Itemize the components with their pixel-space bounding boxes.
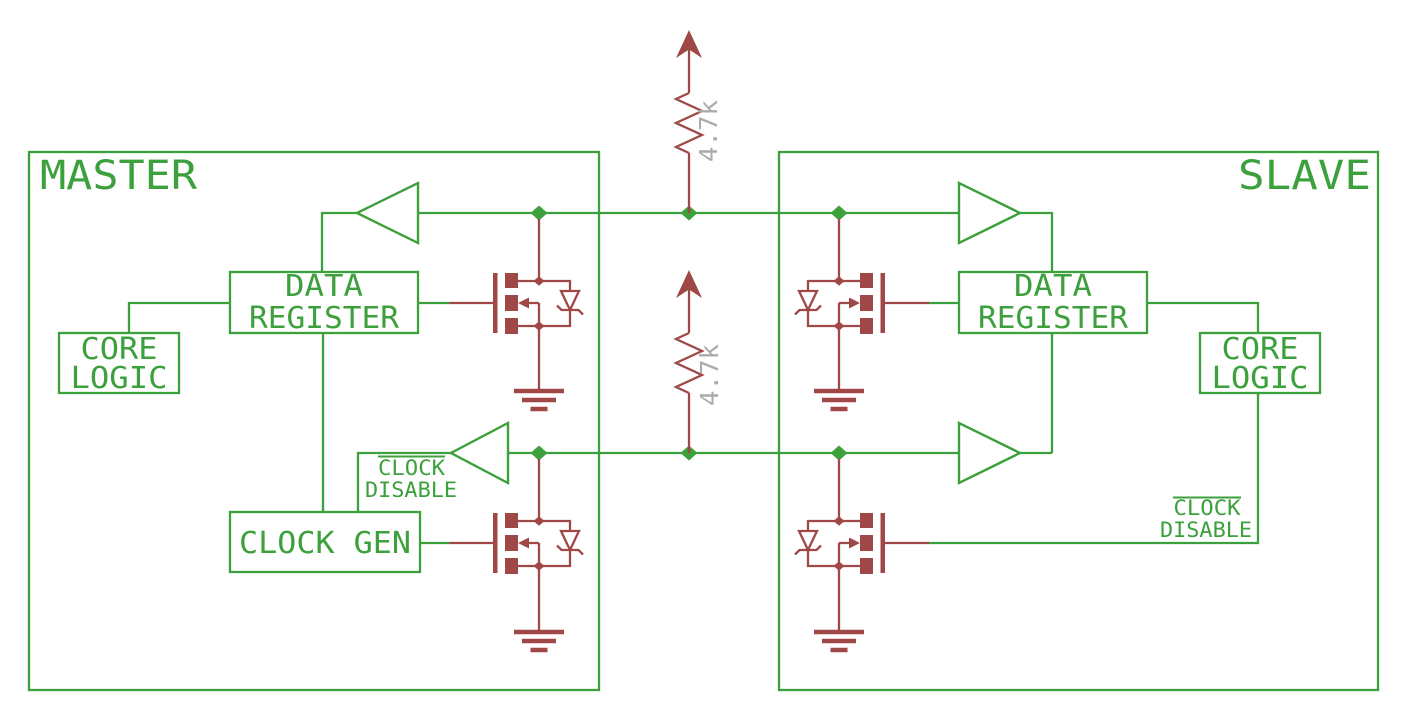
ground-icon bbox=[514, 391, 564, 409]
scl-pullup-value: 4.7k bbox=[695, 344, 724, 406]
buffer-output-wire bbox=[1020, 211, 1054, 272]
master-sda-buffer bbox=[320, 181, 420, 272]
scl-pullup-resistor: 4.7k bbox=[674, 268, 724, 455]
slave-core-logic: CORE LOGIC bbox=[1198, 331, 1322, 396]
slave-sda-mosfet bbox=[793, 219, 931, 409]
slave-core-logic-box bbox=[1198, 331, 1322, 395]
buffer-icon bbox=[957, 421, 1023, 485]
nmos-icon bbox=[447, 271, 585, 336]
slave-core-logic-label-line2: LOGIC bbox=[1212, 361, 1309, 396]
slave-box bbox=[777, 150, 1380, 692]
slave-scl-buffer bbox=[957, 421, 1052, 485]
master-core-logic: CORE LOGIC bbox=[57, 331, 181, 396]
slave-core-logic-label-line1: CORE bbox=[1222, 332, 1299, 367]
ground-icon bbox=[514, 632, 564, 650]
buffer-icon bbox=[354, 181, 420, 245]
slave-data-register-label-line2: REGISTER bbox=[978, 301, 1129, 336]
junction-dot bbox=[530, 205, 548, 221]
junction-dot bbox=[830, 205, 848, 221]
master-clock-disable-label: CLOCK DISABLE bbox=[365, 455, 457, 502]
master-data-register-label-line1: DATA bbox=[285, 269, 363, 304]
buffer-icon bbox=[448, 421, 510, 485]
scl-bus bbox=[508, 445, 959, 461]
master-clock-gen: CLOCK GEN bbox=[228, 510, 422, 574]
core-logic-to-data-register-wire bbox=[127, 301, 230, 333]
buffer-icon bbox=[957, 181, 1023, 245]
junction-dot bbox=[830, 445, 848, 461]
slave-clock-disable-label: CLOCK DISABLE bbox=[1160, 496, 1252, 542]
master-core-logic-label-line2: LOGIC bbox=[71, 361, 168, 396]
master-clock-gen-label: CLOCK GEN bbox=[239, 526, 411, 561]
slave-data-register: DATA REGISTER bbox=[957, 269, 1149, 336]
master-sda-mosfet bbox=[447, 219, 585, 409]
ground-icon bbox=[814, 391, 864, 409]
ground-icon bbox=[814, 632, 864, 650]
master-data-register: DATA REGISTER bbox=[228, 269, 420, 336]
master-core-logic-label-line1: CORE bbox=[81, 332, 158, 367]
slave-device: SLAVE bbox=[777, 150, 1380, 692]
master-box bbox=[27, 150, 601, 692]
master-data-register-label-line2: REGISTER bbox=[249, 301, 400, 336]
clock-disable-line1: CLOCK bbox=[378, 456, 445, 480]
sda-pullup-value: 4.7k bbox=[694, 100, 723, 162]
core-logic-to-gate-wire bbox=[928, 393, 1260, 545]
data-register-to-core-logic-wire bbox=[1147, 301, 1260, 333]
slave-data-register-label-line1: DATA bbox=[1014, 269, 1092, 304]
master-scl-buffer bbox=[356, 421, 510, 512]
master-scl-mosfet bbox=[447, 459, 585, 650]
slave-title: SLAVE bbox=[1238, 153, 1371, 199]
slave-sda-buffer bbox=[957, 181, 1054, 272]
nmos-icon bbox=[447, 511, 585, 576]
master-core-logic-box bbox=[57, 331, 181, 395]
slave-scl-mosfet bbox=[793, 459, 931, 650]
master-device: MASTER bbox=[27, 150, 601, 692]
buffer-output-wire bbox=[320, 211, 357, 272]
clock-disable-line1: CLOCK bbox=[1174, 496, 1241, 520]
clock-disable-line2: DISABLE bbox=[1160, 518, 1252, 542]
nmos-icon bbox=[793, 511, 931, 576]
buffer-output-wire bbox=[356, 451, 451, 512]
nmos-icon bbox=[793, 271, 931, 336]
master-title: MASTER bbox=[40, 153, 198, 199]
clock-disable-line2: DISABLE bbox=[365, 478, 457, 502]
junction-dot bbox=[530, 445, 548, 461]
sda-pullup-resistor: 4.7k bbox=[674, 28, 723, 215]
